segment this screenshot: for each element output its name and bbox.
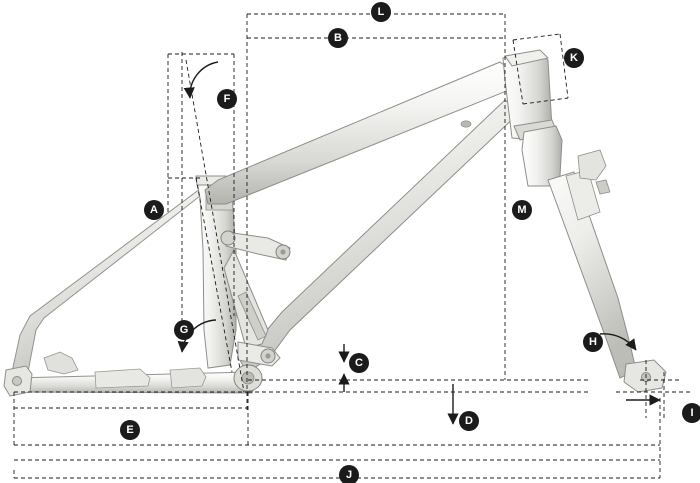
dimension-badge-C: C [349, 353, 369, 373]
guide-K-bottom [522, 97, 569, 105]
dimension-badge-K: K [564, 48, 584, 68]
dimension-badge-L: L [371, 2, 391, 22]
frame-bottom-bracket [233, 364, 263, 392]
frame-rocker-link [220, 230, 291, 367]
suspension-fork [521, 125, 667, 393]
guide-K-right [559, 33, 569, 99]
dimension-badge-H: H [583, 332, 603, 352]
frame-rear-triangle [3, 184, 257, 397]
dimension-badge-A: A [144, 200, 164, 220]
guide-K-left [512, 39, 524, 105]
dimension-badge-E: E [120, 420, 140, 440]
dimension-badge-F: F [217, 89, 237, 109]
guide-seat-tube-axis [195, 177, 233, 373]
dimension-badge-M: M [512, 200, 532, 220]
dimension-badge-I: I [682, 403, 700, 423]
guide-effective-seat-axis [185, 59, 245, 393]
dimension-badge-J: J [339, 465, 359, 483]
guide-K-top [512, 33, 561, 41]
dimension-badge-B: B [328, 28, 348, 48]
arc-F [183, 61, 219, 99]
dimension-badge-D: D [459, 411, 479, 431]
arc-H [599, 333, 637, 351]
dimension-badge-G: G [174, 320, 194, 340]
